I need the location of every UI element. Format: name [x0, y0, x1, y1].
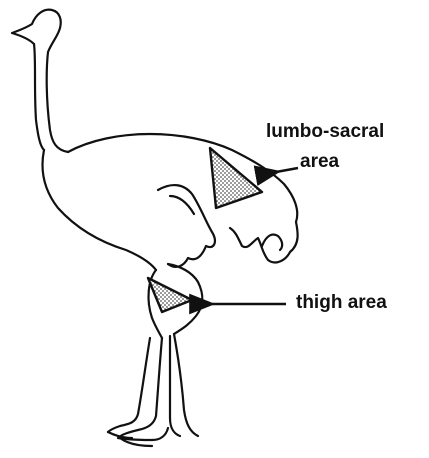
thigh-region — [148, 278, 192, 312]
lumbo-sacral-label: lumbo-sacral — [266, 121, 384, 143]
ostrich-outline-icon — [12, 10, 298, 446]
lumbo-arrow-icon — [276, 168, 298, 172]
lumbo-sacral-area-label: area — [300, 151, 339, 173]
thigh-area-label: thigh area — [296, 292, 387, 314]
lumbo-sacral-region — [210, 148, 262, 208]
